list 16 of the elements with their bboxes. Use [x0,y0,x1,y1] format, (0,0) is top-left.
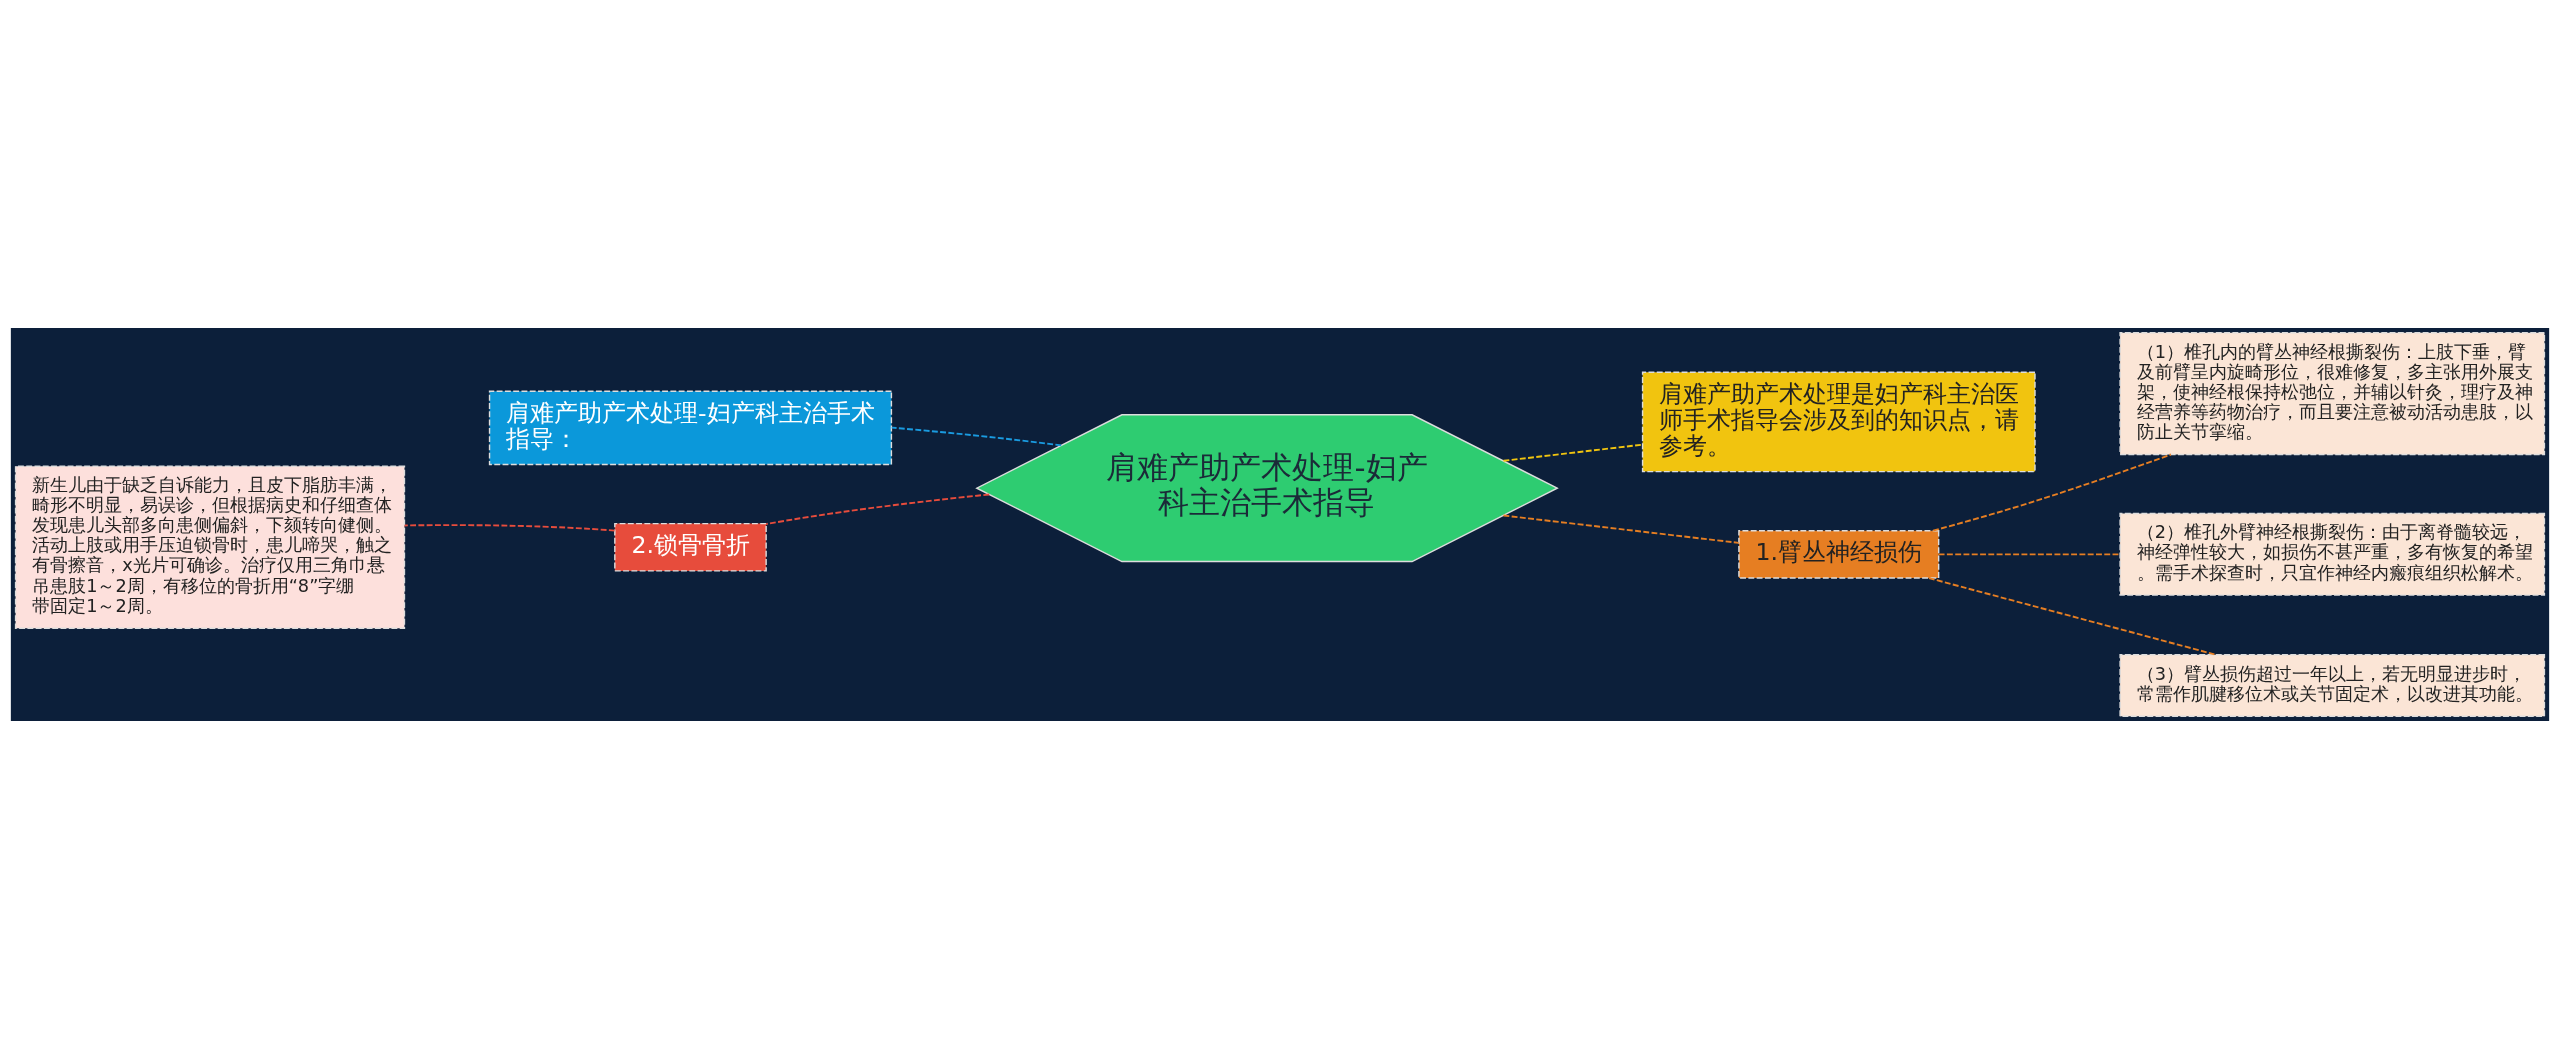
node-box: （1）椎孔内的臂丛神经根撕裂伤：上肢下垂，臂及前臂呈内旋畸形位，很难修复，多主张用外展支架，使神经根保持松弛位，并辅以针灸，理疗及神经营养等药物治疗，而且要注意被动活动患肢，以防止关节挛缩。 [2119,332,2546,456]
node-box: 肩难产助产术处理-妇产科主治手术指导： [488,390,893,466]
node-box: 新生儿由于缺乏自诉能力，且皮下脂肪丰满，畸形不明显，易误诊，但根据病史和仔细查体发现患儿头部多向患侧偏斜，下颏转向健侧。活动上肢或用手压迫锁骨时，患儿啼哭，触之有骨擦音，x光片可确诊。治疗仅用三角巾悬吊患肢1～2周，有移位的骨折用“8”字绷带固定1～2周。 [14,465,406,629]
connector [765,493,991,526]
node-box: 2.锁骨骨折 [614,522,767,572]
connector [1937,553,2121,556]
connector [1932,453,2172,532]
node-box: 肩难产助产术处理是妇产科主治医师手术指导会涉及到的知识点，请参考。 [1641,371,2036,473]
connector [890,426,1063,447]
connector [403,524,616,532]
connector [1927,577,2217,656]
node-box: （2）椎孔外臂神经根撕裂伤：由于离脊髓较远，神经弹性较大，如损伤不甚严重，多有恢复的希望。需手术探查时，只宜作神经内瘢痕组织松解术。 [2119,512,2546,596]
node-box: 1.臂丛神经损伤 [1738,530,1940,579]
connector [1502,514,1740,544]
node-box: （3）臂丛损伤超过一年以上，若无明显进步时，常需作肌腱移位术或关节固定术，以改进其功能。 [2119,654,2546,717]
connector [1502,443,1644,462]
